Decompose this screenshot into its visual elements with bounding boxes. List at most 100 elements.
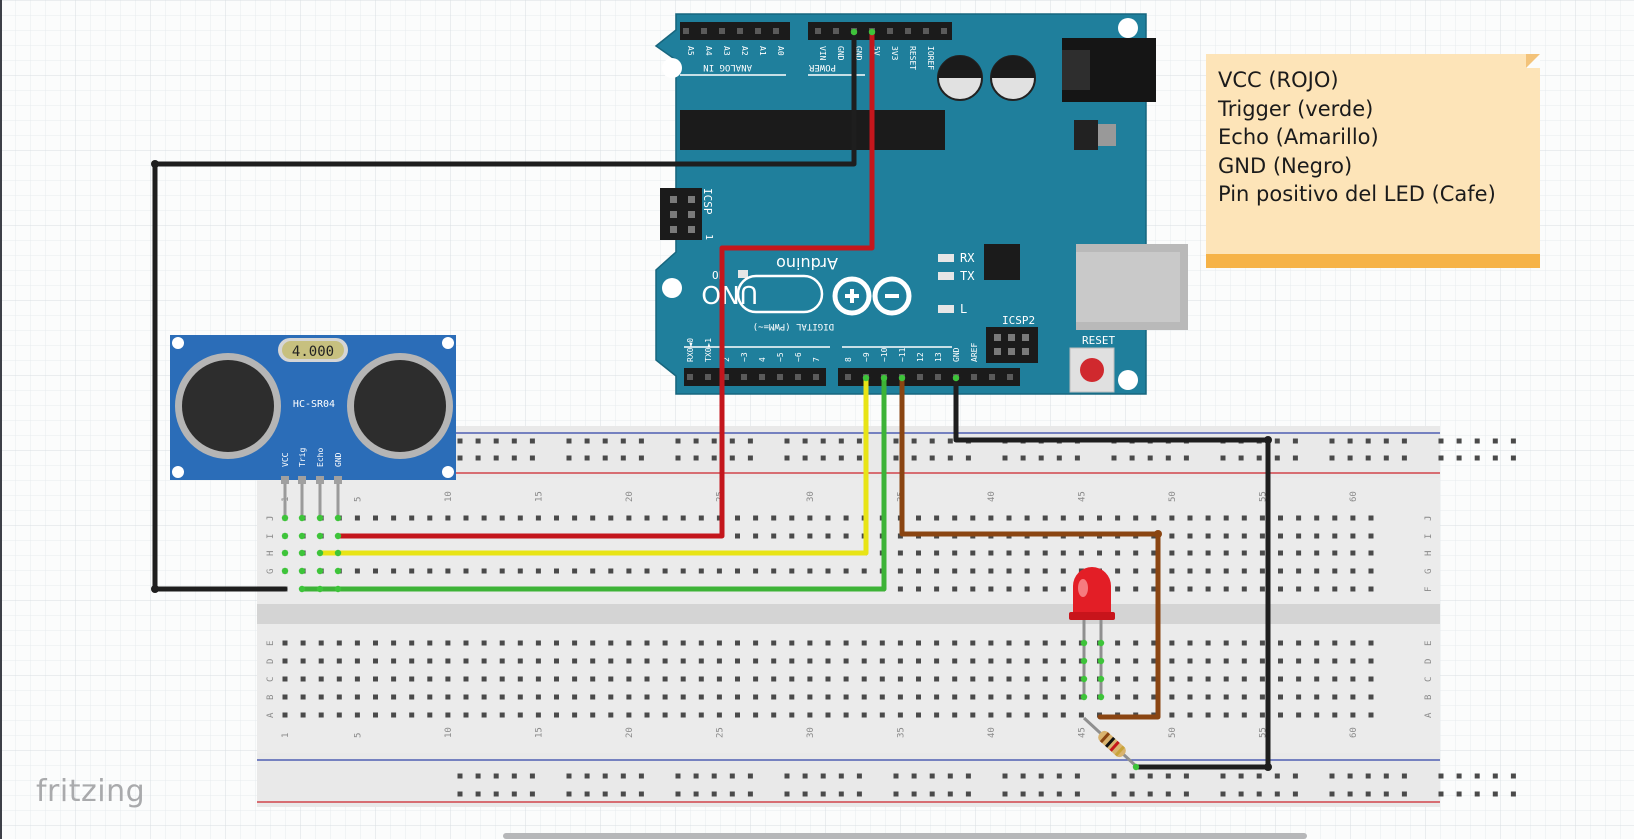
digital-pin-label: ~10 <box>880 347 889 362</box>
icsp2-pin <box>1022 348 1029 355</box>
rail-hole <box>947 438 953 444</box>
breadboard-hole <box>282 676 288 682</box>
resistor-band <box>1114 745 1125 757</box>
breadboard-hole <box>427 712 433 718</box>
breadboard-hole <box>481 658 487 664</box>
breadboard-hole <box>1314 568 1320 574</box>
column-number-label: 40 <box>987 491 997 502</box>
breadboard-hole <box>807 640 813 646</box>
digital-pin-label: ~9 <box>862 352 871 362</box>
rail-hole <box>1020 455 1026 461</box>
breadboard-hole <box>1205 550 1211 556</box>
rail-hole <box>1365 455 1371 461</box>
breadboard-hole <box>373 640 378 646</box>
arduino-infinity-logo <box>832 276 912 316</box>
rail-hole <box>566 791 572 797</box>
breadboard-hole <box>934 550 940 556</box>
breadboard-hole <box>952 550 958 556</box>
icsp2-pin <box>994 348 1001 355</box>
breadboard-hole <box>1169 550 1175 556</box>
icsp-pin <box>670 196 677 203</box>
breadboard-hole <box>897 533 903 539</box>
breadboard-hole <box>952 712 958 718</box>
header-pin <box>701 28 707 34</box>
wire-trigger[interactable] <box>299 375 887 592</box>
legend-sticky-note[interactable]: VCC (ROJO) Trigger (verde) Echo (Amarill… <box>1206 54 1540 268</box>
rail-hole <box>1292 438 1298 444</box>
sensor-crystal-label: 4.000 <box>292 344 334 360</box>
rail-hole <box>802 438 808 444</box>
reset-button-cap[interactable] <box>1080 358 1104 382</box>
header-pin <box>887 28 893 34</box>
connection-point <box>334 567 342 575</box>
rail-hole <box>1510 773 1516 779</box>
row-letter-label: D <box>1424 659 1434 664</box>
breadboard-hole <box>1223 550 1229 556</box>
icsp2-pin <box>1008 334 1015 341</box>
breadboard-hole <box>300 712 306 718</box>
breadboard-hole <box>517 658 523 664</box>
breadboard-hole <box>445 640 451 646</box>
breadboard-hole <box>1296 676 1302 682</box>
rail-hole <box>584 438 590 444</box>
rail-hole <box>1002 791 1008 797</box>
breadboard-hole <box>481 712 487 718</box>
breadboard-hole <box>916 550 921 556</box>
breadboard-hole <box>517 712 523 718</box>
breadboard-hole <box>300 658 306 664</box>
breadboard-hole <box>644 515 650 521</box>
breadboard-hole <box>1223 712 1229 718</box>
rail-hole <box>566 773 572 779</box>
breadboard-hole <box>463 712 469 718</box>
breadboard-hole <box>1169 694 1175 700</box>
icsp2-header <box>986 327 1038 363</box>
rail-hole <box>747 791 753 797</box>
rail-hole <box>729 438 735 444</box>
breadboard-hole <box>1060 694 1066 700</box>
connection-point <box>298 585 306 593</box>
breadboard-hole <box>753 658 759 664</box>
row-letter-label: F <box>1424 587 1434 592</box>
rail-hole <box>1401 455 1407 461</box>
breadboard-hole <box>879 712 885 718</box>
uno-logo-frame <box>736 274 824 314</box>
breadboard-hole <box>861 640 867 646</box>
breadboard-hole <box>1241 568 1247 574</box>
breadboard-hole <box>1296 640 1302 646</box>
breadboard-hole <box>1278 676 1283 682</box>
digital-pin-label: 4 <box>758 357 767 362</box>
breadboard-hole <box>608 515 614 521</box>
rail-hole <box>693 455 699 461</box>
breadboard-hole <box>354 712 360 718</box>
breadboard-hole <box>535 658 541 664</box>
breadboard-hole <box>554 568 559 574</box>
tx-led <box>938 272 954 280</box>
breadboard-hole <box>1024 568 1030 574</box>
column-number-label: 20 <box>625 727 635 738</box>
breadboard-hole <box>825 712 831 718</box>
breadboard-hole <box>970 586 976 592</box>
connection-point <box>952 374 960 382</box>
breadboard-hole <box>1241 550 1247 556</box>
rail-hole <box>1438 455 1444 461</box>
fritzing-logo: fritzing <box>36 774 146 809</box>
breadboard-hole <box>716 640 722 646</box>
horizontal-scrollbar[interactable] <box>503 833 1307 839</box>
wire-vcc-5v[interactable] <box>335 29 875 539</box>
breadboard-hole <box>1042 568 1048 574</box>
digital-pwm-label: DIGITAL (PWM=~) <box>753 321 834 331</box>
rail-hole <box>1383 438 1389 444</box>
breadboard-hole <box>1223 533 1229 539</box>
breadboard-hole <box>608 694 614 700</box>
wire-echo[interactable] <box>317 375 869 556</box>
digital-pin-label: TX0►1 <box>704 338 713 362</box>
breadboard-hole <box>1115 676 1121 682</box>
header-pin <box>723 374 729 380</box>
breadboard-hole <box>554 676 559 682</box>
row-letter-label: E <box>1424 641 1434 646</box>
rail-hole <box>1002 773 1008 779</box>
sensor-pin-label: GND <box>334 452 343 467</box>
breadboard-hole <box>354 694 360 700</box>
breadboard-hole <box>680 712 686 718</box>
breadboard-hole <box>1205 676 1211 682</box>
